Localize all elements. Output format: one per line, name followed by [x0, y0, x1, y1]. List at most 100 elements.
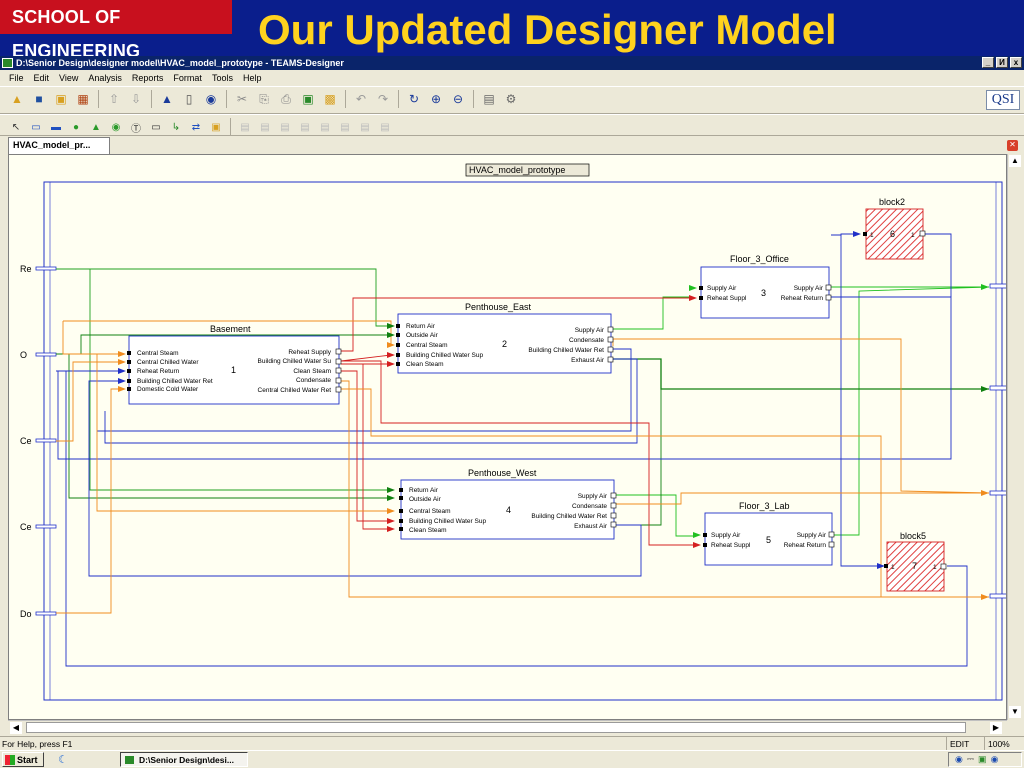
- drawing-toolbar: ↖ ▭ ▬ ● ▲ ◉ Ⓣ ▭ ↳ ⇄ ▣ ▤ ▤ ▤ ▤ ▤ ▤ ▤ ▤: [0, 114, 1024, 136]
- rdb-icon[interactable]: ▦: [77, 92, 89, 106]
- settings-icon[interactable]: ⚙: [505, 92, 517, 106]
- internet-explorer-icon[interactable]: ☾: [58, 754, 68, 766]
- security-icon[interactable]: ◉: [990, 754, 999, 764]
- right-edge-port-3[interactable]: [989, 490, 1007, 496]
- arrow-up-icon[interactable]: ⇧: [108, 92, 120, 106]
- edge-port-label-o: O: [20, 350, 27, 360]
- redo-icon[interactable]: ↷: [377, 92, 389, 106]
- open-folder-icon[interactable]: ▲: [11, 92, 23, 106]
- network-icon[interactable]: ⎓: [966, 754, 975, 764]
- basement-in-port: Building Chilled Water Ret: [137, 378, 213, 385]
- block-basement[interactable]: Basement 1 Central Steam Central Chilled…: [127, 324, 342, 405]
- align-left-icon[interactable]: ▤: [240, 121, 250, 133]
- multi-link-icon[interactable]: ⇄: [191, 121, 201, 133]
- block-block5[interactable]: block5 1 1 7: [884, 531, 947, 592]
- horizontal-scrollbar[interactable]: ◀ ▶: [8, 720, 1007, 734]
- basement-out-port: Condensate: [296, 377, 331, 384]
- minimize-button[interactable]: _: [982, 57, 994, 68]
- align-bottom-icon[interactable]: ▤: [320, 121, 330, 133]
- menu-help[interactable]: Help: [242, 73, 262, 83]
- right-edge-port-1[interactable]: [989, 283, 1007, 289]
- hierarchy-icon[interactable]: ▲: [161, 92, 173, 106]
- scroll-right-icon[interactable]: ▶: [990, 722, 1002, 734]
- input-port-icon[interactable]: ▭: [31, 121, 41, 133]
- penthouse-east-in-port: Return Air: [406, 323, 436, 330]
- scroll-up-icon[interactable]: ▲: [1009, 155, 1021, 167]
- copy-model-icon[interactable]: ▣: [55, 92, 67, 106]
- block-floor3-lab[interactable]: Floor_3_Lab 5 Supply Air Reheat Suppl Su…: [703, 501, 835, 566]
- properties-icon[interactable]: ▤: [483, 92, 495, 106]
- basement-in-port: Central Steam: [137, 350, 179, 357]
- right-edge-port-4[interactable]: [989, 593, 1007, 599]
- module-icon[interactable]: Ⓣ: [131, 123, 141, 135]
- block-penthouse-west[interactable]: Penthouse_West 4 Return Air Outside Air …: [399, 468, 617, 540]
- right-edge-port-2[interactable]: [989, 385, 1007, 391]
- close-document-icon[interactable]: ✕: [1007, 140, 1018, 151]
- save-icon[interactable]: ■: [35, 92, 43, 106]
- monitor-icon[interactable]: ▣: [978, 754, 987, 764]
- scroll-down-icon[interactable]: ▼: [1009, 706, 1021, 718]
- document-tab-strip: HVAC_model_pr... ✕: [0, 136, 1024, 154]
- diagnostic-icon[interactable]: ◉: [111, 121, 121, 133]
- penthouse-west-in-port: Clean Steam: [409, 527, 447, 534]
- undo-icon[interactable]: ↶: [355, 92, 367, 106]
- help-icon[interactable]: ◉: [955, 754, 963, 764]
- model-canvas[interactable]: HVAC_model_prototype Re O Ce Ce Do: [8, 154, 1007, 720]
- menu-view[interactable]: View: [59, 73, 79, 83]
- edge-port-o[interactable]: [35, 352, 57, 357]
- scroll-left-icon[interactable]: ◀: [10, 722, 22, 734]
- main-toolbar: ▲ ■ ▣ ▦ ⇧ ⇩ ▲ ▯ ◉ ✂ ⎘ ⎙ ▣ ▩ ↶ ↷: [0, 86, 1024, 114]
- cut-icon[interactable]: ✂: [236, 92, 248, 106]
- binoculars-icon[interactable]: ◉: [205, 92, 217, 106]
- refresh-icon[interactable]: ↻: [408, 92, 420, 106]
- edge-port-do[interactable]: [35, 611, 57, 616]
- copy-icon[interactable]: ⎘: [259, 91, 269, 106]
- edge-port-ce-2[interactable]: [35, 524, 57, 529]
- color-dropdown-icon[interactable]: ▩: [324, 92, 336, 106]
- close-button[interactable]: x: [1010, 57, 1022, 68]
- restore-button[interactable]: И: [996, 57, 1008, 68]
- menu-analysis[interactable]: Analysis: [88, 73, 122, 83]
- image-icon[interactable]: ▣: [302, 92, 314, 106]
- taskbar-item-teams-designer[interactable]: D:\Senior Design\desi...: [120, 752, 248, 767]
- label-icon[interactable]: ▣: [211, 121, 221, 133]
- basement-out-port: Clean Steam: [293, 368, 331, 375]
- block-floor3-office[interactable]: Floor_3_Office 3 Supply Air Reheat Suppl…: [699, 254, 832, 319]
- edge-port-re[interactable]: [35, 266, 57, 271]
- component-icon[interactable]: ▭: [151, 121, 161, 133]
- menu-edit[interactable]: Edit: [33, 73, 50, 83]
- space-vertical-icon[interactable]: ▤: [360, 121, 370, 133]
- menu-file[interactable]: File: [9, 73, 24, 83]
- space-horizontal-icon[interactable]: ▤: [340, 121, 350, 133]
- align-top-icon[interactable]: ▤: [300, 121, 310, 133]
- block-penthouse-east[interactable]: Penthouse_East 2 Return Air Outside Air …: [396, 302, 614, 374]
- basement-in-port: Reheat Return: [137, 368, 180, 375]
- arrow-down-icon[interactable]: ⇩: [130, 92, 142, 106]
- zoom-in-icon[interactable]: ⊕: [430, 92, 442, 106]
- toolbar-separator: [151, 90, 152, 108]
- menu-reports[interactable]: Reports: [131, 73, 164, 83]
- system-tray: ◉ ⎓ ▣ ◉: [948, 752, 1022, 767]
- test-point-icon[interactable]: ●: [72, 121, 80, 133]
- window-title-bar[interactable]: D:\Senior Design\designer model\HVAC_mod…: [0, 56, 1024, 70]
- horizontal-scroll-thumb[interactable]: [26, 722, 966, 733]
- page-icon[interactable]: ▯: [185, 92, 193, 106]
- align-right-icon[interactable]: ▤: [280, 121, 290, 133]
- paste-icon[interactable]: ⎙: [281, 91, 291, 106]
- test-up-icon[interactable]: ▲: [91, 121, 101, 133]
- block-block2[interactable]: block2 1 1 6: [863, 197, 926, 260]
- select-pointer-icon[interactable]: ↖: [11, 121, 21, 133]
- menu-format[interactable]: Format: [173, 73, 202, 83]
- output-port-icon[interactable]: ▬: [51, 121, 61, 133]
- zoom-out-icon[interactable]: ⊖: [452, 92, 464, 106]
- document-tab[interactable]: HVAC_model_pr...: [8, 137, 110, 154]
- penthouse-east-out-port: Supply Air: [575, 327, 605, 334]
- vertical-scrollbar[interactable]: ▲ ▼: [1007, 154, 1021, 720]
- same-size-icon[interactable]: ▤: [380, 121, 390, 133]
- align-center-icon[interactable]: ▤: [260, 121, 270, 133]
- menu-tools[interactable]: Tools: [211, 73, 233, 83]
- block5-number: 7: [912, 561, 917, 571]
- link-icon[interactable]: ↳: [171, 121, 181, 133]
- start-button[interactable]: Start: [2, 752, 44, 767]
- edge-port-ce-1[interactable]: [35, 438, 57, 443]
